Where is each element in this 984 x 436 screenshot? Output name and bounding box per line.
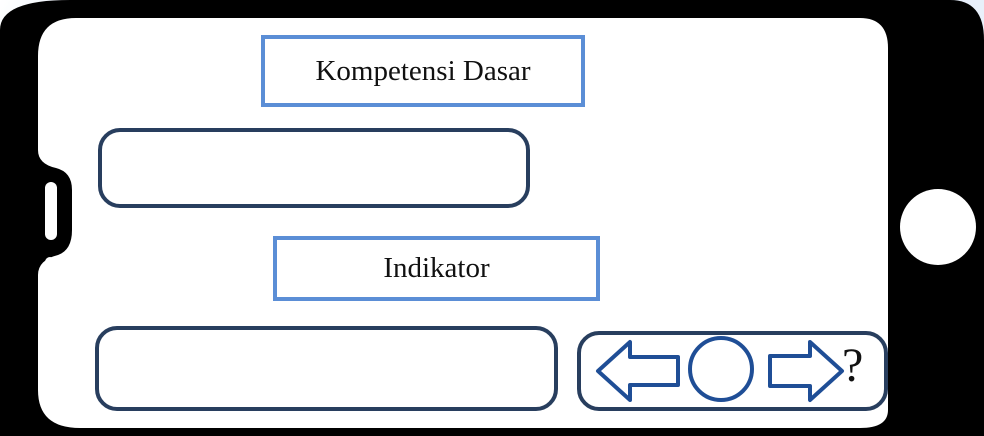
home-circle-icon[interactable] [688, 336, 754, 402]
kompetensi-dasar-label: Kompetensi Dasar [315, 54, 531, 87]
next-arrow-icon[interactable] [768, 340, 844, 402]
back-arrow-icon[interactable] [596, 340, 680, 402]
phone-screen [38, 18, 888, 428]
side-speaker [45, 182, 57, 240]
indikator-field[interactable] [95, 326, 558, 411]
help-icon[interactable]: ? [842, 339, 864, 392]
home-button [900, 189, 976, 265]
indikator-title: Indikator [273, 236, 600, 301]
kompetensi-dasar-field[interactable] [98, 128, 530, 208]
indikator-label: Indikator [383, 252, 490, 284]
kompetensi-dasar-title: Kompetensi Dasar [261, 35, 585, 107]
side-dot [45, 257, 55, 267]
